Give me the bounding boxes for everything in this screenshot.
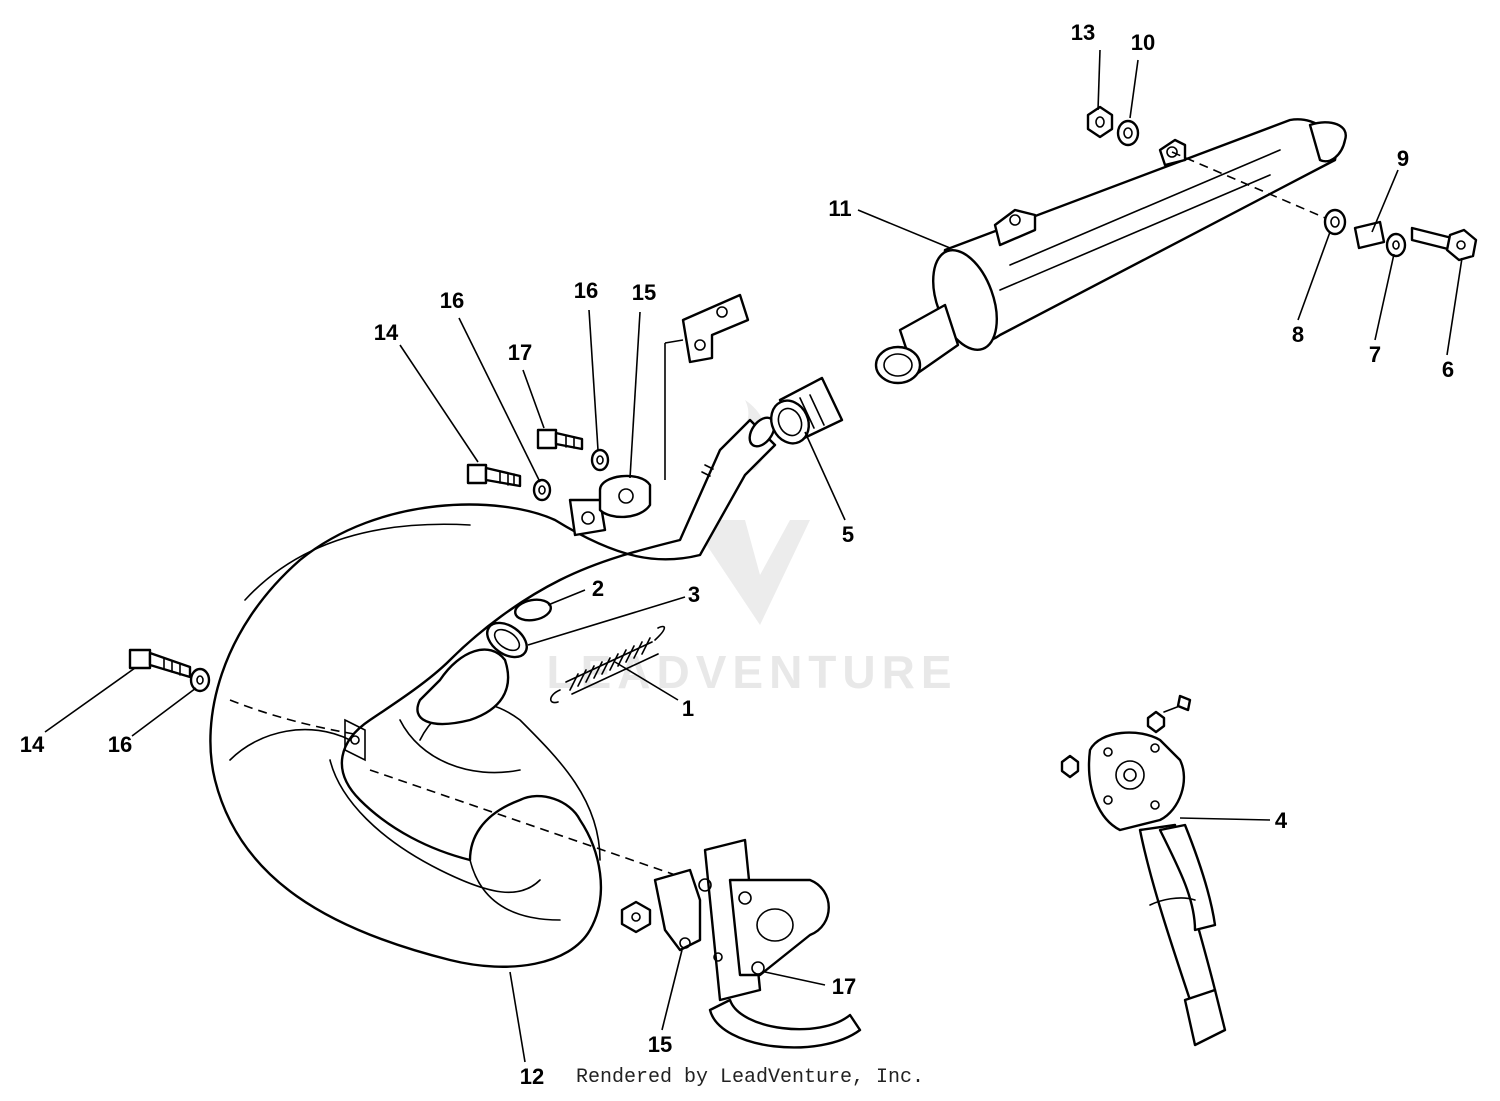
- washer-16-mid: [590, 448, 610, 472]
- callout-4: 4: [1275, 808, 1288, 833]
- callout-numbers: 13 10 11 9 8 7 6 5 2 3 1 4 14 16 17 16 1…: [20, 20, 1454, 1089]
- callout-14-top: 14: [374, 320, 399, 345]
- seal-3: [486, 621, 528, 659]
- footer-credit: Rendered by LeadVenture, Inc.: [575, 1066, 925, 1089]
- bolt-17-top: [536, 428, 584, 451]
- washer-7: [1385, 232, 1407, 258]
- fitting-4: [1060, 694, 1227, 1047]
- clip-bracket-15-top: [681, 293, 750, 364]
- watermark-text: LEADVENTURE: [546, 646, 957, 698]
- callout-8: 8: [1292, 322, 1304, 347]
- silencer: [874, 118, 1347, 385]
- spacer-9: [1353, 220, 1386, 250]
- callout-11: 11: [828, 196, 851, 221]
- callout-17-top: 17: [508, 340, 532, 365]
- callout-13: 13: [1071, 20, 1095, 45]
- callout-3: 3: [688, 582, 700, 607]
- callout-5: 5: [842, 522, 854, 547]
- callout-2: 2: [592, 576, 604, 601]
- callout-1: 1: [682, 696, 694, 721]
- bolt-14-top: [466, 463, 522, 488]
- washer-10: [1116, 119, 1140, 147]
- expansion-chamber: [209, 416, 777, 968]
- bolt-14-left: [128, 648, 192, 679]
- callout-14-left: 14: [20, 732, 45, 757]
- washer-16-top: [532, 478, 552, 502]
- collar-8: [1323, 208, 1347, 236]
- callout-10: 10: [1131, 30, 1155, 55]
- coupling-5: [770, 376, 844, 445]
- callout-17-bottom: 17: [832, 974, 856, 999]
- callout-12: 12: [520, 1064, 544, 1089]
- callout-16-mid: 16: [574, 278, 598, 303]
- callout-15-top: 15: [632, 280, 656, 305]
- spring-1: [549, 625, 666, 704]
- callout-16-left: 16: [108, 732, 132, 757]
- lower-mount: [620, 838, 862, 1049]
- leader-lines: [44, 49, 1463, 1063]
- bolt-6: [1410, 226, 1478, 262]
- callout-7: 7: [1369, 342, 1381, 367]
- callout-6: 6: [1442, 357, 1454, 382]
- callout-15-bottom: 15: [648, 1032, 672, 1057]
- top-mount-bracket: [568, 474, 652, 537]
- nut-13: [1086, 105, 1114, 139]
- callout-16-top: 16: [440, 288, 464, 313]
- gasket-2: [513, 598, 553, 622]
- callout-9: 9: [1397, 146, 1409, 171]
- washer-16-left: [189, 667, 211, 693]
